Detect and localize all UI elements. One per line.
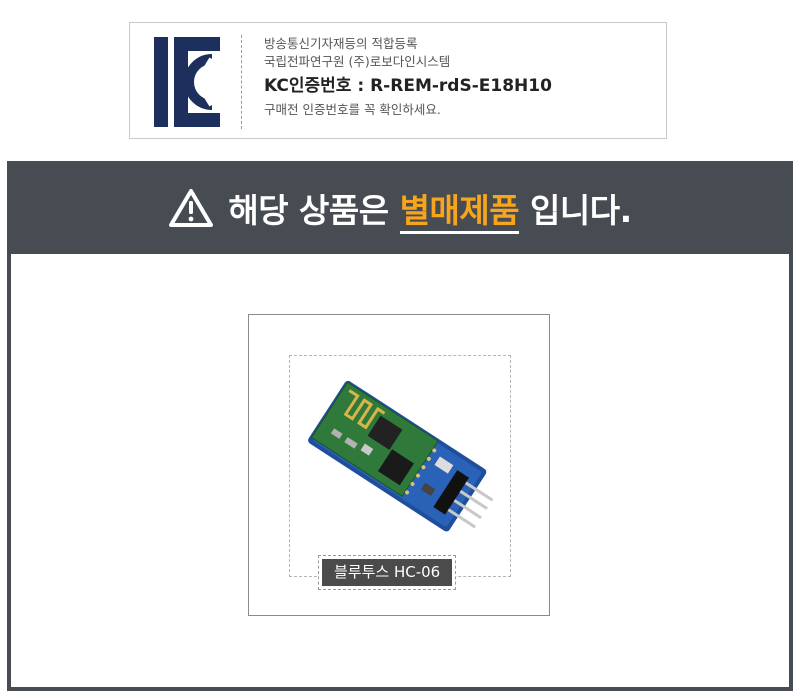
notice-header: 해당 상품은 별매제품 입니다.: [7, 161, 793, 254]
product-label: 블루투스 HC-06: [322, 559, 453, 586]
kc-number-label: KC인증번호: [264, 76, 352, 96]
kc-mark-icon: [154, 37, 220, 127]
product-image-frame: [289, 355, 511, 577]
kc-check-notice: 구매전 인증번호를 꼭 확인하세요.: [264, 102, 441, 117]
notice-title-suffix: 입니다.: [519, 190, 632, 230]
product-card: 블루투스 HC-06: [248, 314, 550, 616]
kc-text: 방송통신기자재등의 적합등록 국립전파연구원 (주)로보다인시스템 KC인증번호…: [264, 35, 654, 119]
kc-agency-line: 국립전파연구원 (주)로보다인시스템: [264, 54, 451, 69]
product-label-frame: 블루투스 HC-06: [318, 555, 457, 590]
kc-registration-line: 방송통신기자재등의 적합등록: [264, 36, 418, 51]
notice-title-highlight: 별매제품: [399, 190, 520, 234]
kc-number: KC인증번호 : R-REM-rdS-E18H10: [264, 73, 654, 99]
notice-title-prefix: 해당 상품은: [228, 190, 400, 230]
notice-frame: 해당 상품은 별매제품 입니다.: [7, 161, 793, 691]
kc-number-value: R-REM-rdS-E18H10: [370, 76, 552, 96]
warning-triangle-icon: [169, 188, 214, 227]
notice-body: 블루투스 HC-06: [11, 254, 789, 687]
kc-number-separator: :: [351, 76, 371, 96]
notice-title: 해당 상품은 별매제품 입니다.: [228, 184, 632, 234]
kc-certification-box: 방송통신기자재등의 적합등록 국립전파연구원 (주)로보다인시스템 KC인증번호…: [129, 22, 667, 139]
kc-divider: [241, 35, 242, 129]
bluetooth-module-image: [308, 380, 494, 532]
